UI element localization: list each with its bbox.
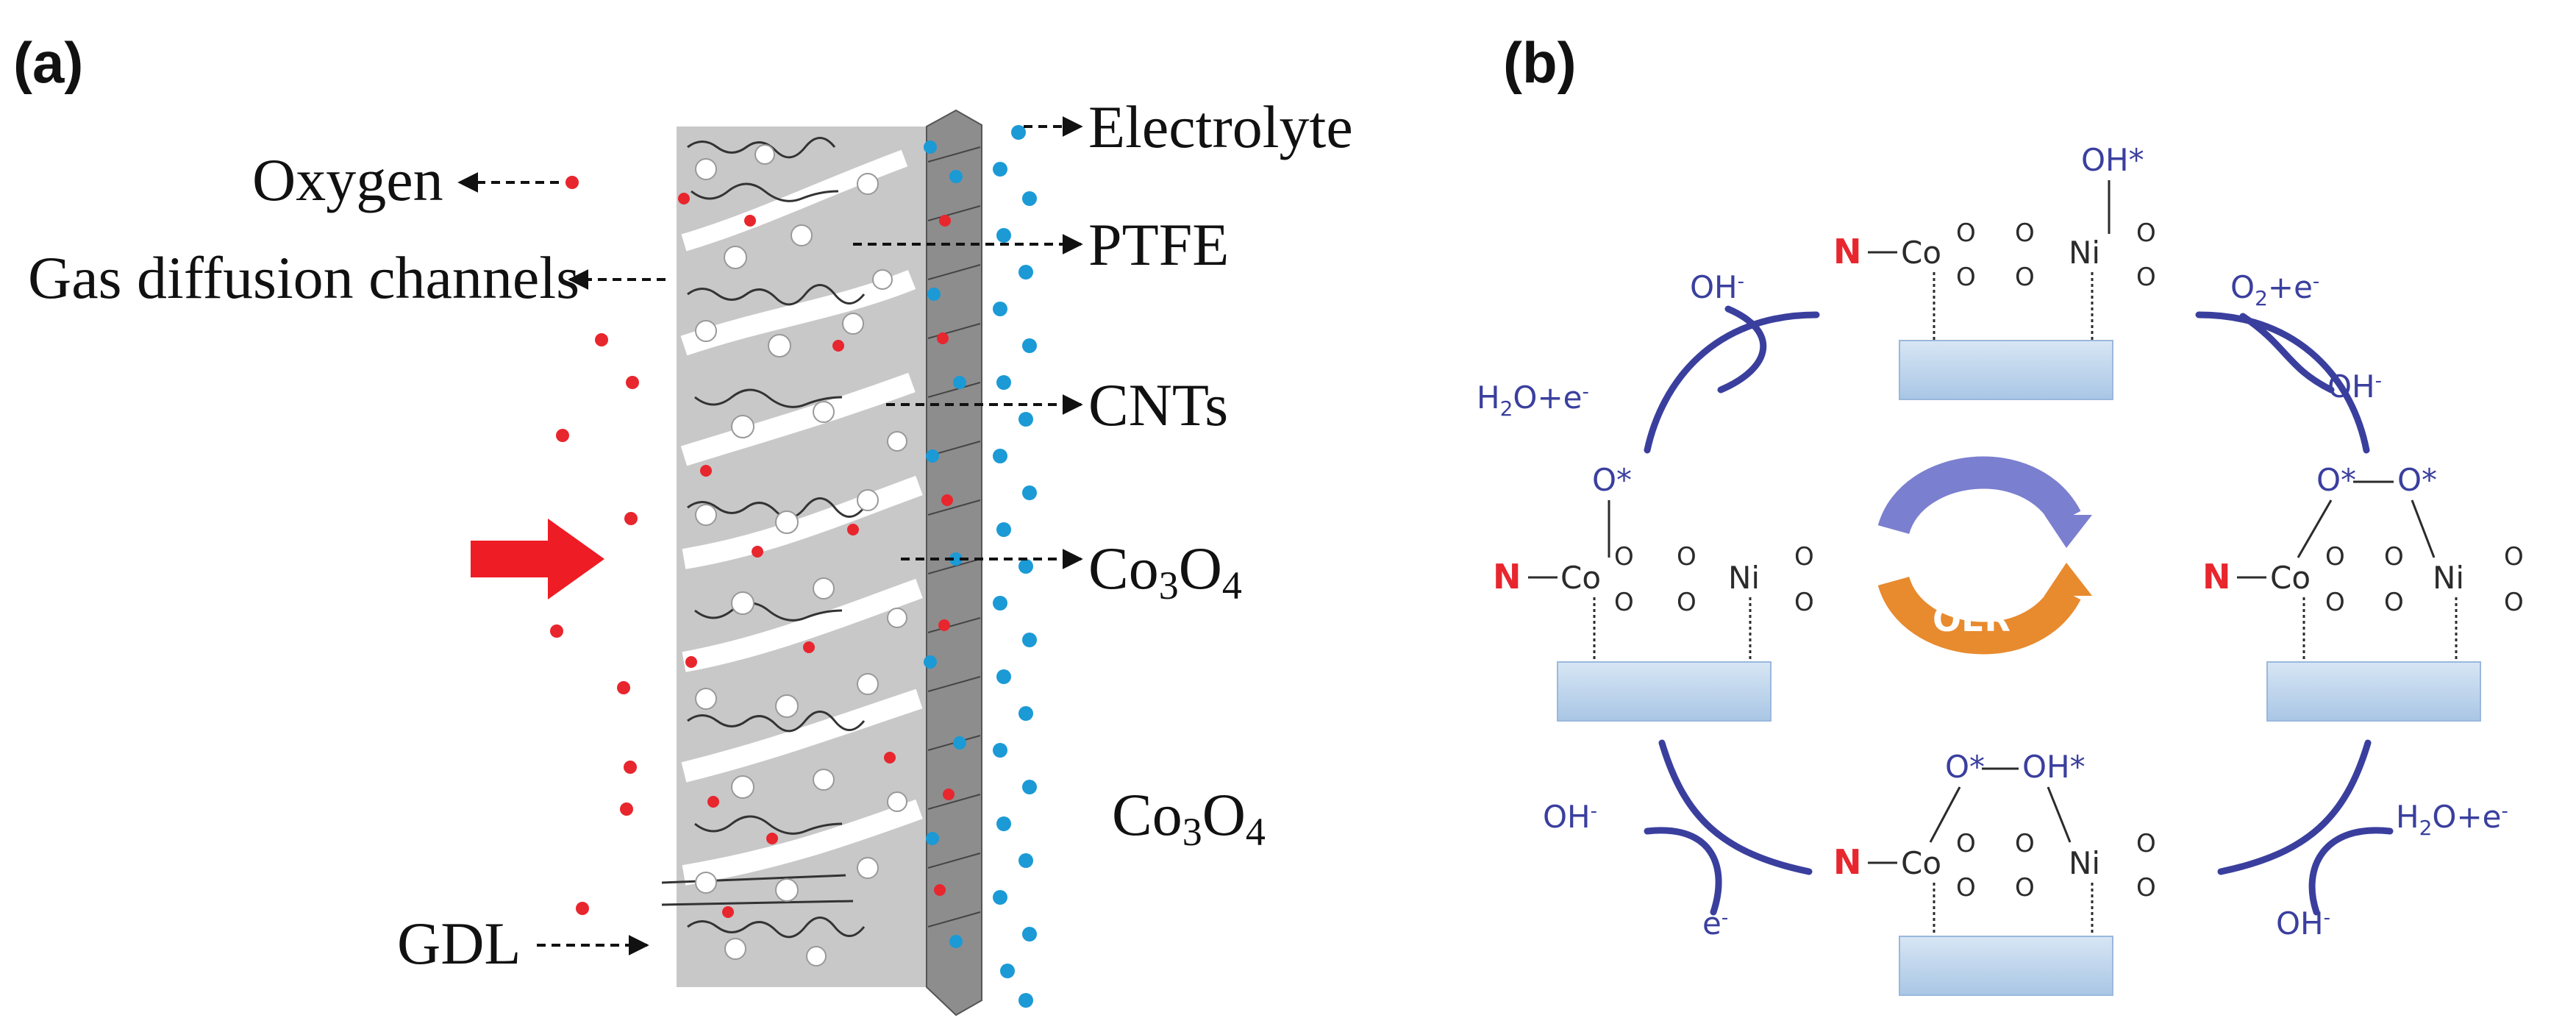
svg-text:O: O bbox=[2325, 542, 2345, 572]
label-oxygen: Oxygen bbox=[252, 146, 443, 213]
oer-arrow: OER bbox=[1877, 563, 2092, 655]
svg-text:Co: Co bbox=[1901, 845, 1941, 881]
svg-text:O: O bbox=[1956, 873, 1976, 903]
svg-text:O: O bbox=[1956, 829, 1976, 858]
svg-text:O2+e-: O2+e- bbox=[2230, 269, 2319, 310]
svg-text:O: O bbox=[2504, 588, 2524, 617]
structure-left-ostar: O* N Co OO OO Ni OO bbox=[1493, 462, 1814, 722]
svg-text:O: O bbox=[2384, 542, 2404, 572]
svg-text:O: O bbox=[2136, 873, 2156, 903]
svg-text:O: O bbox=[2015, 263, 2035, 292]
svg-text:O*: O* bbox=[2316, 462, 2356, 498]
structure-right-oo: O* O* N Co OO OO Ni OO bbox=[2202, 462, 2524, 722]
structure-top-ohstar: OH* N Co OO Ni OO OO bbox=[1833, 142, 2156, 400]
oxygen-dots bbox=[550, 176, 639, 915]
svg-text:O: O bbox=[1614, 588, 1634, 617]
svg-text:Co: Co bbox=[1901, 235, 1941, 271]
svg-text:Ni: Ni bbox=[2069, 845, 2100, 881]
svg-text:OH-: OH- bbox=[2276, 905, 2330, 942]
svg-text:O: O bbox=[2136, 218, 2156, 248]
svg-text:OH-: OH- bbox=[1543, 799, 1597, 835]
svg-text:OH-: OH- bbox=[1690, 269, 1744, 305]
svg-text:H2O+e-: H2O+e- bbox=[2396, 799, 2508, 840]
svg-text:O: O bbox=[1956, 263, 1976, 292]
cycle-arcs bbox=[1644, 305, 2394, 916]
svg-text:O: O bbox=[2136, 829, 2156, 858]
structure-bottom-ooh: O* OH* N Co OO OO Ni OO bbox=[1833, 749, 2156, 996]
label-ptfe: PTFE bbox=[1088, 211, 1229, 278]
svg-text:O: O bbox=[2015, 873, 2035, 903]
svg-text:OH*: OH* bbox=[2081, 142, 2144, 178]
orr-label: ORR bbox=[1933, 492, 2013, 532]
species-labels: OH- H2O+e- O2+e- OH- OH- e- H2O+e- OH- bbox=[1477, 269, 2508, 942]
panel-a-label: (a) bbox=[13, 30, 83, 95]
label-gas-diffusion-channels: Gas diffusion channels bbox=[28, 244, 579, 311]
panel-a: (a) bbox=[13, 30, 1353, 1017]
svg-text:N: N bbox=[1833, 232, 1862, 271]
svg-text:e-: e- bbox=[1702, 905, 1728, 942]
svg-text:O: O bbox=[2015, 829, 2035, 858]
svg-text:O: O bbox=[2136, 263, 2156, 292]
svg-text:Ni: Ni bbox=[2069, 235, 2100, 271]
svg-text:Ni: Ni bbox=[1728, 560, 1760, 596]
oer-label: OER bbox=[1933, 599, 2011, 639]
svg-text:O: O bbox=[2504, 542, 2524, 572]
svg-text:O: O bbox=[1677, 588, 1696, 617]
oxygen-flow-arrow bbox=[471, 519, 604, 599]
svg-text:O: O bbox=[1956, 218, 1976, 248]
panel-b: (b) OH* N Co OO Ni OO OO O* N Co OO OO N… bbox=[1477, 30, 2524, 996]
label-electrolyte: Electrolyte bbox=[1088, 93, 1353, 160]
svg-text:O*: O* bbox=[1592, 462, 1632, 498]
svg-text:Ni: Ni bbox=[2433, 560, 2464, 596]
svg-text:O: O bbox=[1794, 588, 1814, 617]
orr-arrow: ORR bbox=[1877, 456, 2092, 548]
svg-text:Co: Co bbox=[1560, 560, 1601, 596]
svg-text:O: O bbox=[1614, 542, 1634, 572]
label-cnts: CNTs bbox=[1088, 371, 1228, 438]
electrolyte-dots bbox=[993, 125, 1037, 1008]
gdl-layer bbox=[661, 127, 927, 987]
svg-text:O*: O* bbox=[2397, 462, 2437, 498]
svg-text:O: O bbox=[1677, 542, 1696, 572]
svg-text:N: N bbox=[1493, 557, 1521, 597]
svg-text:O: O bbox=[2015, 218, 2035, 248]
svg-text:O: O bbox=[1794, 542, 1814, 572]
svg-text:OH*: OH* bbox=[2022, 749, 2086, 785]
svg-text:OH-: OH- bbox=[2327, 369, 2382, 405]
svg-text:O: O bbox=[2384, 588, 2404, 617]
svg-text:H2O+e-: H2O+e- bbox=[1477, 380, 1589, 421]
label-co3o4-bottom: Co3O4 bbox=[1112, 781, 1266, 854]
svg-text:O*: O* bbox=[1945, 749, 1985, 785]
label-gdl: GDL bbox=[397, 910, 521, 977]
label-co3o4-top: Co3O4 bbox=[1088, 535, 1242, 608]
ptfe-catalyst-layer bbox=[924, 109, 982, 1017]
panel-b-label: (b) bbox=[1503, 30, 1577, 95]
svg-text:Co: Co bbox=[2270, 560, 2311, 596]
svg-text:N: N bbox=[2202, 557, 2231, 597]
svg-text:N: N bbox=[1833, 842, 1862, 882]
svg-text:O: O bbox=[2325, 588, 2345, 617]
leader-lines bbox=[457, 116, 1083, 955]
